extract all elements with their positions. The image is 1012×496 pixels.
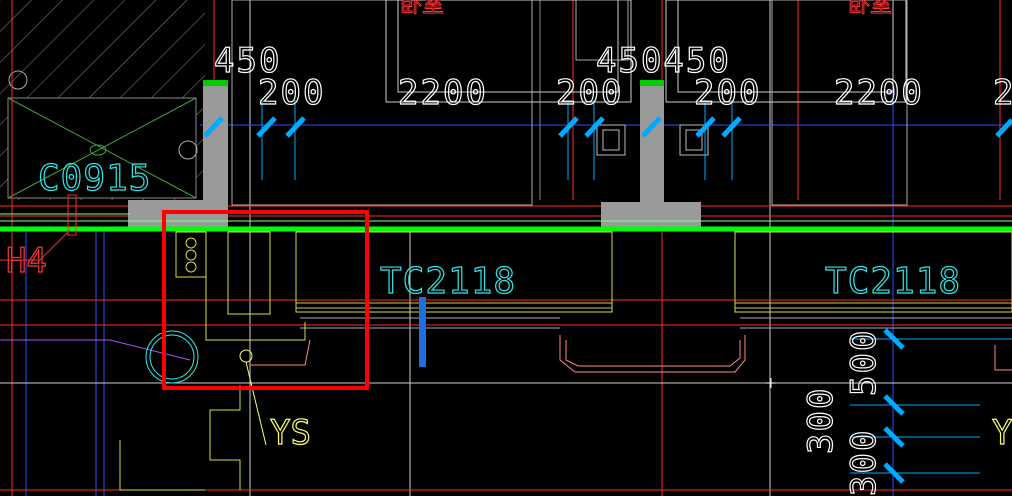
dim-text-200-b: 200	[556, 73, 623, 113]
dim-text-300-a: 300	[801, 387, 841, 454]
label-y: Y	[992, 413, 1012, 453]
label-ys: YS	[270, 413, 311, 453]
room-label-top-1: 卧室	[400, 0, 444, 18]
dim-text-2: 2	[993, 73, 1012, 113]
wall-segment-2	[601, 202, 701, 228]
window-tc2118-frame-2	[734, 231, 1012, 313]
label-tc2118-2: TC2118	[825, 261, 961, 302]
pipe-circle-icon-2	[178, 140, 198, 160]
dimension-ticks	[203, 116, 1012, 484]
column-marker	[419, 297, 426, 367]
dim-text-500: 500	[844, 329, 884, 396]
dim-text-450: 450	[214, 41, 281, 81]
room-label-top-2: 卧室	[848, 0, 892, 18]
label-tc2118-1: TC2118	[380, 261, 516, 302]
dim-text-200-c: 200	[694, 73, 761, 113]
dim-text-2200-b: 2200	[834, 73, 924, 113]
label-c0915: C0915	[38, 158, 151, 199]
pipe-circle-icon	[8, 70, 28, 90]
window-tc2118-frame-1	[295, 231, 613, 313]
dim-text-200-a: 200	[258, 73, 325, 113]
dim-text-450450: 450450	[596, 41, 731, 81]
dim-text-300-b: 300	[844, 429, 884, 496]
snap-crosshair-icon	[766, 378, 776, 388]
room-outline-2	[385, 0, 632, 103]
dim-text-2200-a: 2200	[398, 73, 488, 113]
label-h4: H4	[6, 241, 47, 281]
pipe-riser-icon	[145, 330, 199, 384]
room-outline-3	[665, 0, 907, 103]
wall-column-1	[203, 80, 228, 220]
selection-highlight-box[interactable]	[162, 210, 369, 390]
